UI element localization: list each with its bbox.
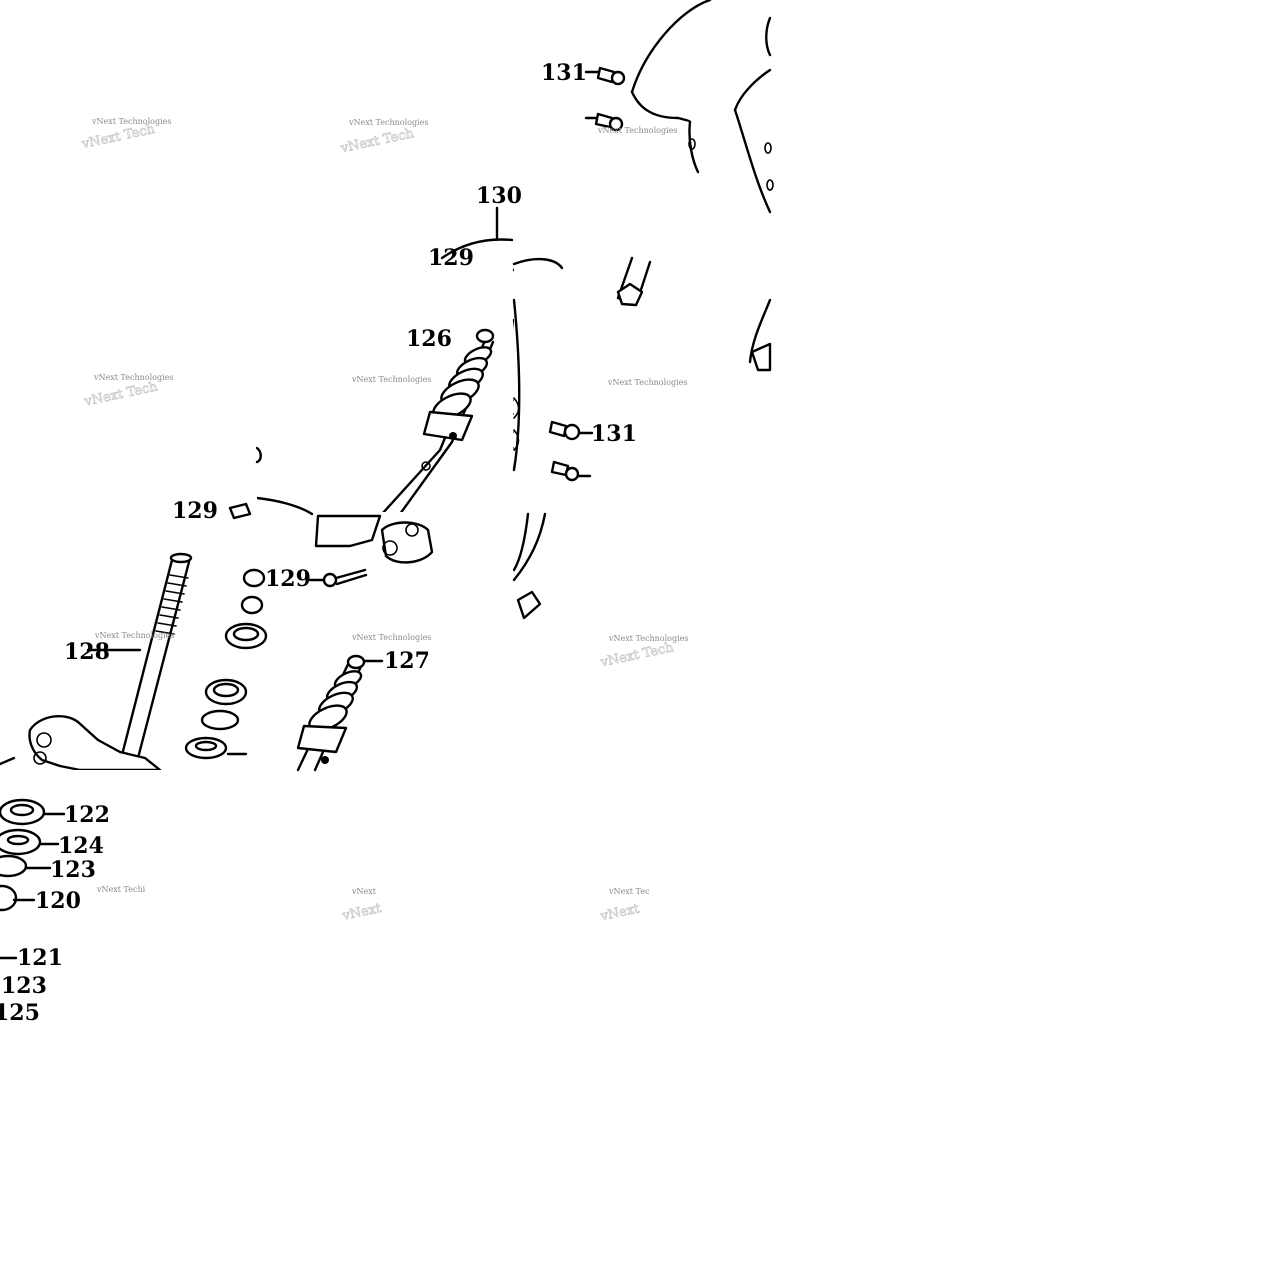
watermark: vNext Tech vNext Technologies [79, 117, 171, 153]
diagram-tile-fender-lower: vNext Technologies 131 [512, 256, 772, 512]
bolt-unlabeled-lower [550, 460, 580, 482]
svg-text:vNext Technologies: vNext Technologies [608, 634, 688, 643]
bolt-131-lower [548, 420, 581, 441]
svg-text:vNext Tech: vNext Tech [82, 379, 159, 409]
part-label-129-left: 129 [172, 498, 218, 524]
svg-text:vNext Tech: vNext Tech [80, 122, 157, 152]
svg-text:vNext: vNext [598, 901, 641, 924]
watermark: vNext vNext [340, 887, 384, 924]
watermark: vNext vNext Tec [598, 887, 650, 925]
diagram-tile-stem-upper: 129 vNext Technologies 130 126 [257, 180, 564, 516]
svg-text:vNext Technologies: vNext Technologies [93, 373, 173, 382]
bolt-129 [322, 568, 368, 588]
svg-text:vNext Tec: vNext Tec [608, 887, 650, 896]
svg-text:vNext: vNext [340, 901, 383, 924]
svg-text:vNext Technologies: vNext Technologies [94, 631, 174, 640]
diagram-tile-bearings: 122 124 123 120 121 123 125 vNext Techi [0, 770, 257, 1030]
svg-text:vNext Technologies: vNext Technologies [351, 375, 431, 384]
diagram-tile-fender-top: vNext Technologies 131 [512, 0, 774, 257]
part-label-129-top: 129 [428, 245, 474, 271]
diagram-tile-stem-128: 129 [0, 440, 268, 772]
watermark: vNext Tech vNext Technologies [338, 118, 428, 157]
svg-text:vNext Technologies: vNext Technologies [607, 378, 687, 387]
svg-text:vNext Tech: vNext Tech [598, 640, 675, 670]
diagram-tile-stem-lower: vNext Technologies 129 127 [255, 496, 547, 772]
bolt-unlabeled-upper [594, 112, 624, 132]
svg-text:vNext Tech: vNext Tech [339, 126, 416, 156]
bolt-131-upper [596, 66, 626, 86]
svg-text:vNext Technologies: vNext Technologies [348, 118, 428, 127]
svg-text:vNext Technologies: vNext Technologies [597, 126, 677, 135]
watermark: vNext Tech vNext Technologies [598, 634, 688, 671]
svg-text:vNext Technologies: vNext Technologies [91, 117, 171, 126]
svg-text:vNext: vNext [351, 887, 377, 896]
watermark: vNext Tech vNext Technologies [82, 373, 174, 410]
svg-text:vNext Technologies: vNext Technologies [351, 633, 431, 642]
